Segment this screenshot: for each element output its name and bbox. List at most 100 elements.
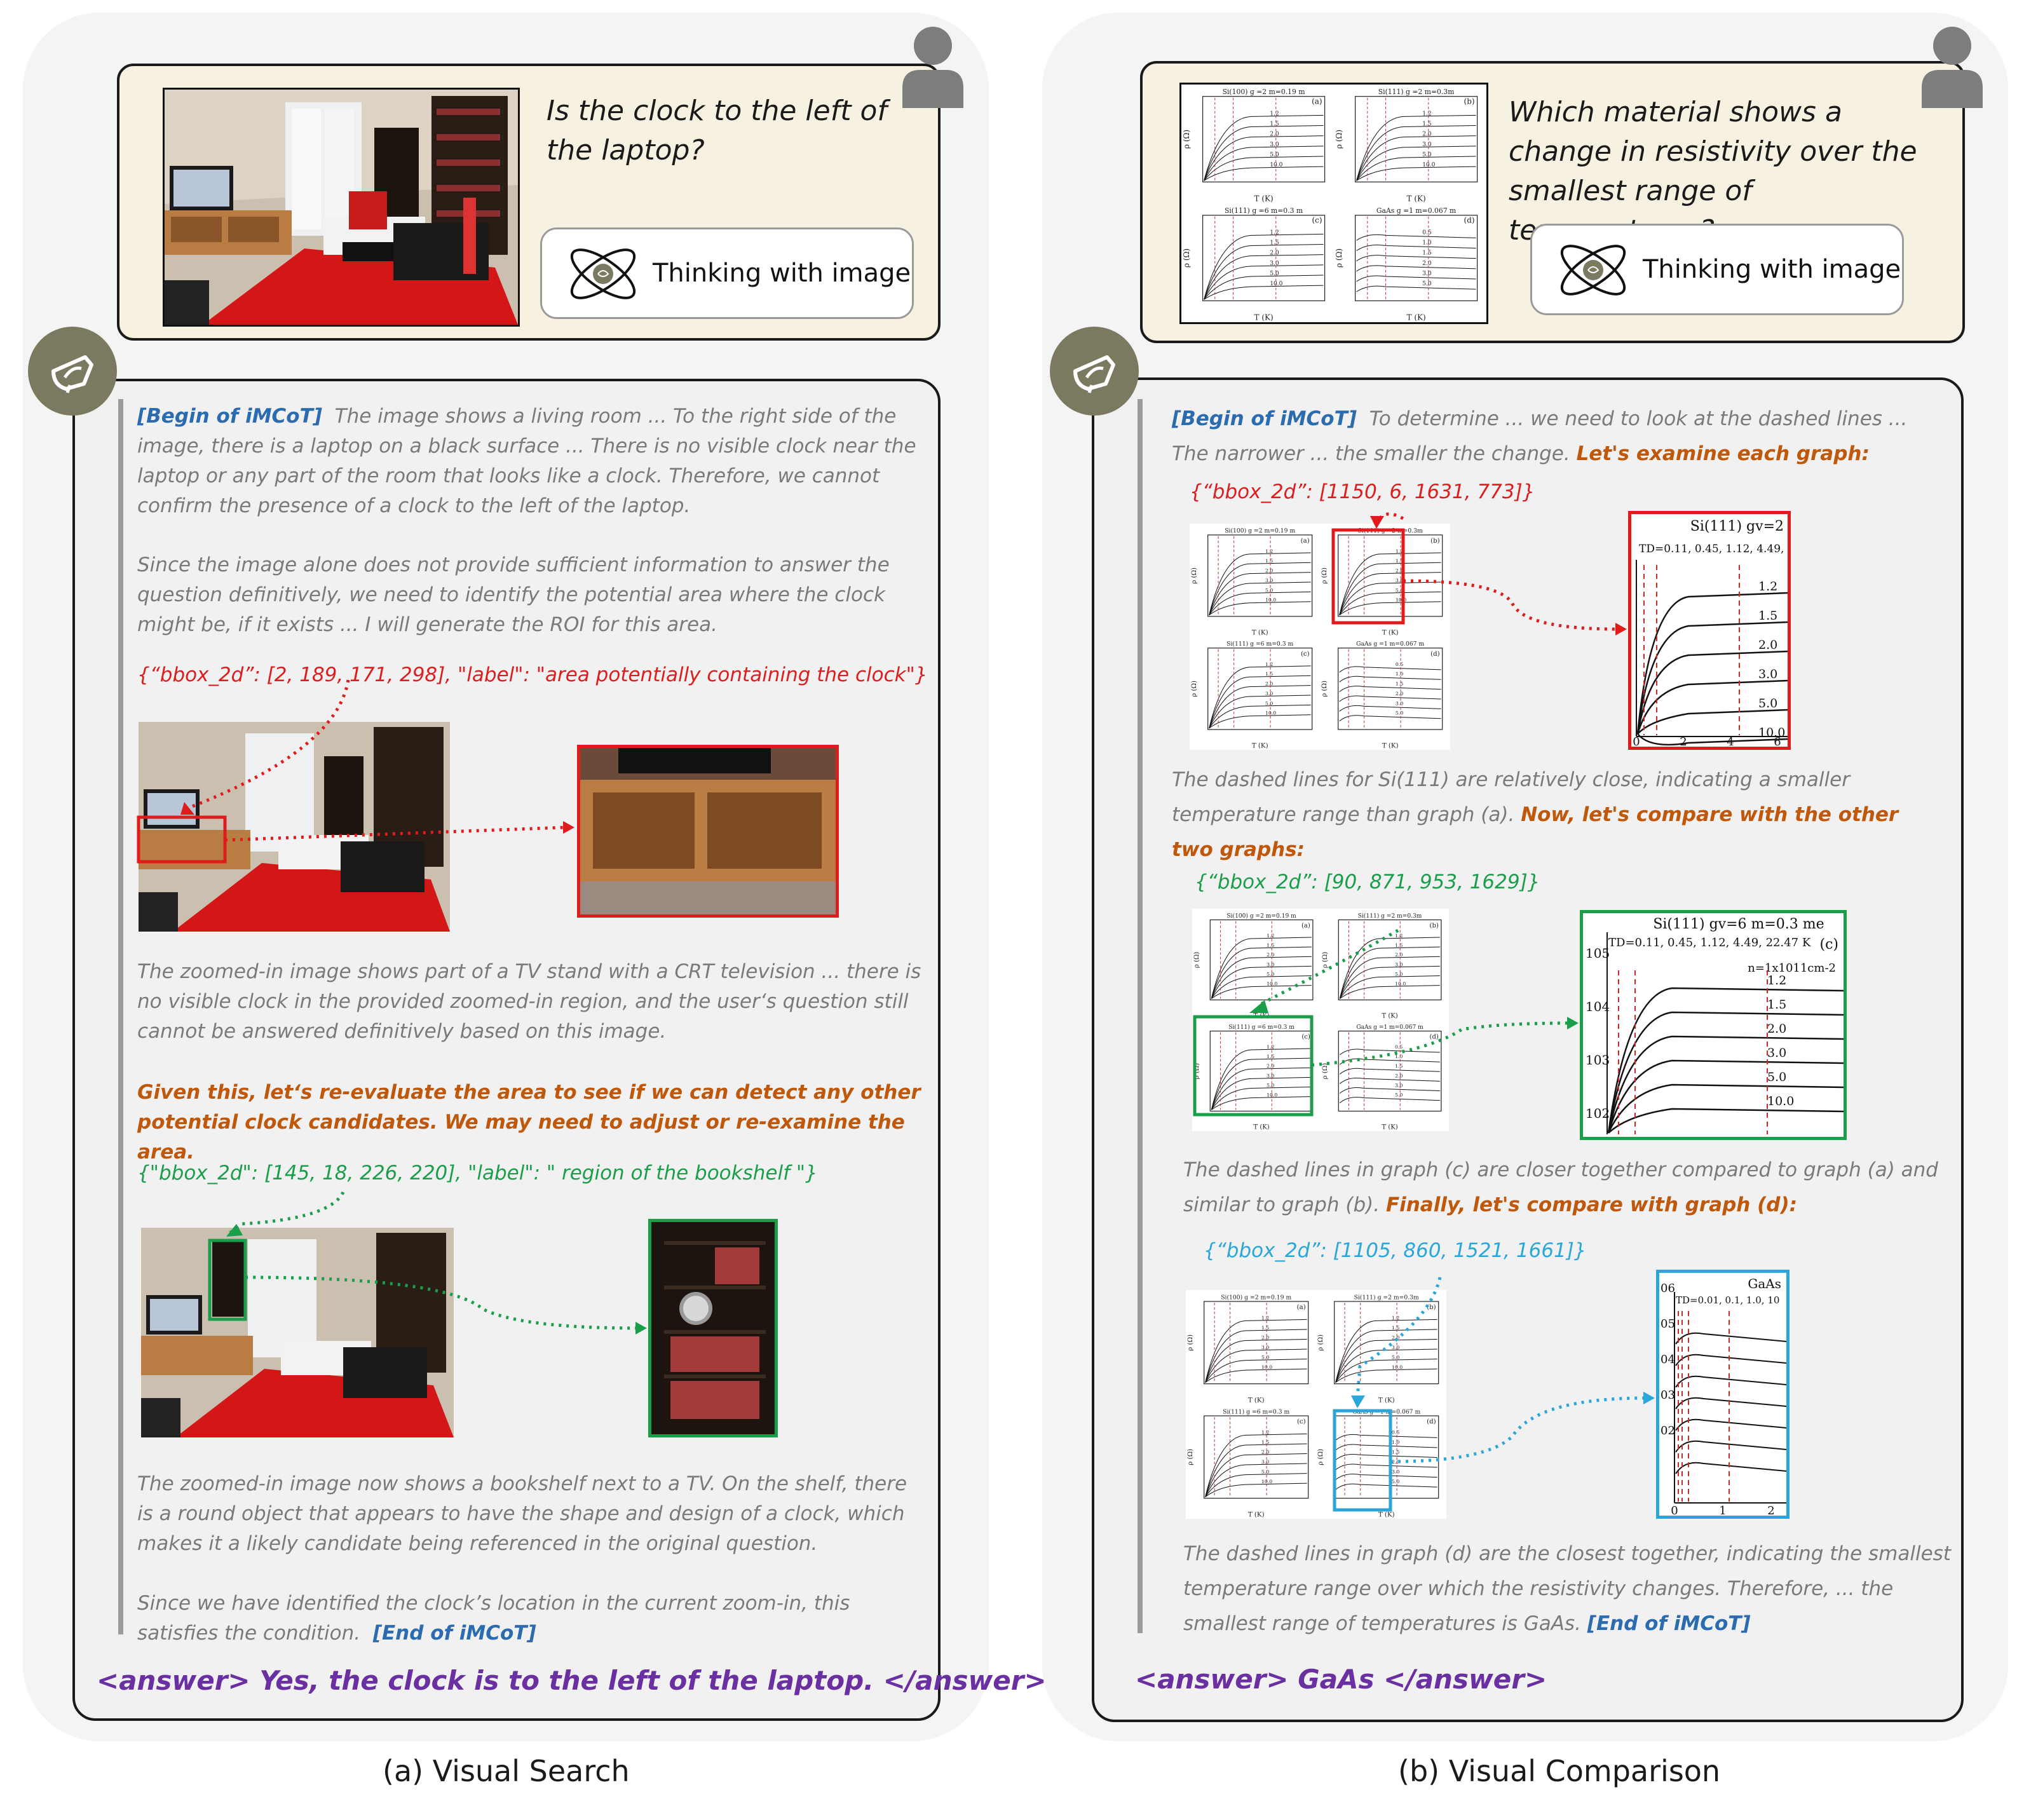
mini-plot-frame	[1207, 534, 1313, 617]
mini-curve	[1211, 946, 1312, 999]
zoom2-level-label: 1.5	[1767, 998, 1786, 1012]
mini-level-label: 5.0	[1392, 1355, 1399, 1361]
right-thinking-button[interactable]: Thinking with image	[1530, 224, 1904, 315]
zoom1-curve	[1637, 733, 1788, 746]
mini-curve	[1209, 581, 1311, 616]
right-para-1-text: To determine ... we need to look at the …	[1172, 407, 1908, 465]
mini-plot-frame	[1209, 1030, 1314, 1112]
left-photo-roi-2	[141, 1228, 454, 1437]
mini-curve	[1339, 591, 1441, 616]
mini-curve	[1205, 1463, 1307, 1497]
right-bbox-2: {“bbox_2d”: [90, 871, 953, 1629]}	[1195, 871, 1540, 893]
mini-level-label: 3.0	[1265, 691, 1273, 696]
mini-level-label: 3.0	[1267, 1073, 1274, 1078]
mini-level-label: 2.0	[1267, 1063, 1274, 1069]
mini-xlabel: T (K)	[1378, 1396, 1395, 1404]
mini-plot-label: (c)	[1301, 1033, 1310, 1041]
mini-xlabel: T (K)	[1252, 742, 1268, 749]
mini-curve	[1339, 601, 1441, 616]
mini-xlabel: T (K)	[1248, 1396, 1265, 1404]
mini-curve	[1204, 125, 1324, 181]
mini-plot-label: (c)	[1301, 650, 1310, 658]
logo-icon	[51, 355, 93, 393]
mini-plot-frame	[1355, 96, 1478, 182]
zoom2-title: Si(111) gv=6 m=0.3 me	[1653, 916, 1824, 932]
mini-curve	[1356, 255, 1476, 262]
left-caption: (a) Visual Search	[383, 1754, 630, 1788]
mini-level-label: 10.0	[1267, 981, 1277, 987]
zoom1-curve	[1637, 709, 1788, 735]
mini-xlabel: T (K)	[1382, 1012, 1397, 1020]
right-bbox-3: {“bbox_2d”: [1105, 860, 1521, 1661]}	[1204, 1239, 1587, 1262]
mini-level-label: 1.2	[1270, 229, 1279, 236]
mini-curve	[1204, 233, 1324, 300]
mini-plot-label: (b)	[1427, 1303, 1436, 1311]
mini-plot-frame	[1204, 1301, 1309, 1385]
tv-stand-zoom	[580, 748, 836, 914]
thinking-label: Thinking with image	[1643, 255, 1901, 284]
mini-curve	[1209, 704, 1311, 729]
zoom1-td-label: TD=0.11, 0.45, 1.12, 4.49, 22.4	[1639, 543, 1788, 555]
mini-level-label: 1.5	[1270, 121, 1279, 128]
mini-curve	[1339, 1068, 1440, 1075]
left-bbox-2: {"bbox_2d": [145, 18, 226, 220], "label"…	[137, 1162, 818, 1185]
mini-level-label: 10.0	[1422, 162, 1435, 168]
left-para-4: Given this, let‘s re-evaluate the area t…	[137, 1078, 925, 1167]
left-para-4-orange: Given this, let‘s re-evaluate the area t…	[137, 1081, 921, 1164]
mini-curve	[1339, 1049, 1440, 1056]
mini-plot-title: Si(100) g =2 m=0.19 m	[1225, 527, 1295, 534]
zoom2-density: n=1x1011cm-2	[1748, 961, 1836, 975]
mini-curve	[1356, 245, 1476, 251]
mini-level-label: 10.0	[1270, 281, 1282, 287]
mini-level-label: 5.0	[1261, 1355, 1269, 1361]
mini-curve	[1356, 114, 1476, 181]
left-thinking-button[interactable]: Thinking with image	[540, 228, 914, 319]
zoom3-ytick: 03	[1661, 1389, 1675, 1402]
mini-curve	[1356, 166, 1476, 181]
zoom2-level-label: 3.0	[1767, 1046, 1786, 1060]
mini-xlabel: T (K)	[1378, 1511, 1395, 1518]
right-para-3: The dashed lines in graph (c) are closer…	[1183, 1153, 1952, 1223]
mini-level-label: 2.0	[1395, 952, 1403, 958]
mini-level-label: 3.0	[1267, 961, 1274, 967]
mini-xlabel: T (K)	[1254, 194, 1274, 203]
mini-level-label: 1.2	[1396, 548, 1403, 554]
zoom-chart: Si(111) gv=6 m=0.3 me(c)TD=0.11, 0.45, 1…	[1586, 916, 1844, 1134]
mini-ylabel: ρ (Ω)	[1335, 130, 1343, 149]
begin-tag: [Begin of iMCoT]	[1172, 407, 1357, 430]
mini-level-label: 2.0	[1395, 1073, 1403, 1078]
mini-curve	[1335, 1368, 1437, 1383]
mini-xlabel: T (K)	[1407, 194, 1426, 203]
mini-curve	[1335, 1454, 1437, 1460]
begin-tag: [Begin of iMCoT]	[137, 405, 322, 428]
zoom3-xtick: 1	[1719, 1504, 1726, 1516]
mini-level-label: 0.5	[1392, 1429, 1399, 1435]
mini-curve	[1204, 244, 1324, 300]
mini-curve	[1211, 975, 1312, 999]
mini-plot-title: Si(100) g =2 m=0.19 m	[1221, 1294, 1291, 1301]
left-para-5: The zoomed-in image now shows a bookshel…	[137, 1472, 907, 1555]
bookshelf-zoom	[651, 1222, 775, 1434]
mini-plot-label: (d)	[1430, 650, 1440, 658]
mini-level-label: 1.2	[1267, 1044, 1274, 1050]
mini-curve	[1204, 166, 1324, 181]
mini-curve	[1339, 686, 1441, 692]
mini-level-label: 1.5	[1392, 1450, 1399, 1455]
mini-curve	[1335, 1434, 1437, 1441]
mini-curve	[1209, 552, 1311, 616]
mini-curve	[1356, 234, 1476, 241]
left-para-6-text: Since we have identified the clock’s loc…	[137, 1592, 850, 1645]
left-zoom-2	[648, 1219, 778, 1437]
mini-level-label: 1.5	[1422, 121, 1432, 128]
right-bbox-1: {“bbox_2d”: [1150, 6, 1631, 773]}	[1190, 480, 1535, 503]
mini-xlabel: T (K)	[1248, 1511, 1265, 1518]
mini-plot-title: GaAs g =1 m=0.067 m	[1356, 1024, 1423, 1031]
mini-level-label: 2.0	[1396, 568, 1403, 574]
mini-level-label: 2.0	[1392, 1459, 1399, 1465]
mini-chart-grid: Si(100) g =2 m=0.19 m(a)T (K)ρ (Ω)1.21.5…	[1182, 88, 1478, 322]
mini-plot-label: (b)	[1430, 922, 1439, 930]
mini-xlabel: T (K)	[1252, 628, 1268, 636]
mini-level-label: 10.0	[1395, 981, 1406, 987]
mini-xlabel: T (K)	[1254, 313, 1274, 322]
